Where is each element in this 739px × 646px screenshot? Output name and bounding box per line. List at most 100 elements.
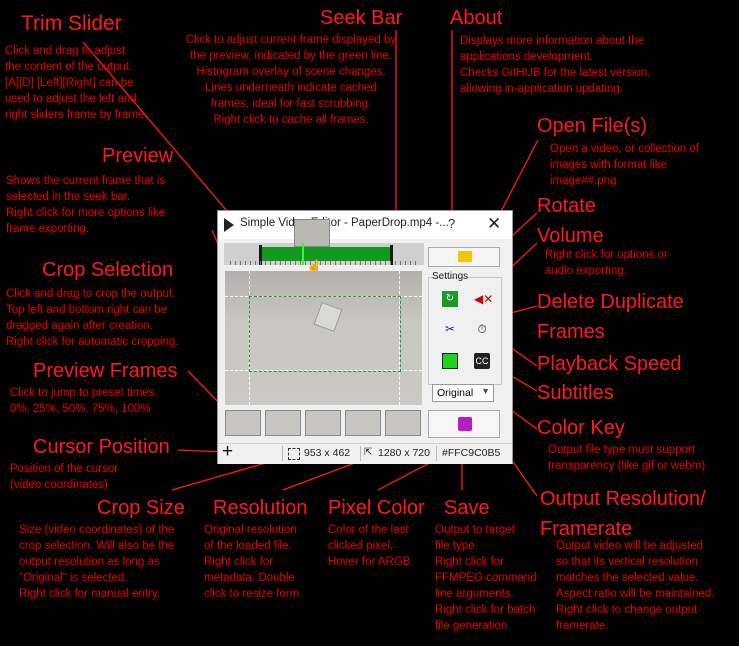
desc-line: Right click for xyxy=(435,556,505,568)
desc-line: Click to jump to preset times. xyxy=(10,387,158,399)
desc-line: output resolution as long as xyxy=(19,556,160,568)
preview-frame-25[interactable] xyxy=(265,410,301,436)
desc-line: [A][D] [Left][Right] can be xyxy=(5,77,134,89)
desc-line: Aspect ratio will be maintained. xyxy=(556,588,715,600)
desc-line: allowing in-application updating. xyxy=(460,83,624,95)
color-key-title: Color Key xyxy=(537,417,625,439)
desc-line: selected in the seek bar. xyxy=(6,191,131,203)
rotate-icon[interactable]: ↻ xyxy=(442,291,458,307)
about-title: About xyxy=(450,7,503,29)
desc-line: crop selection. Will also be the xyxy=(19,540,175,552)
trim-slider-title: Trim Slider xyxy=(21,12,122,35)
desc-line: Click and drag to crop the output. xyxy=(6,288,176,300)
delete-duplicates-icon[interactable]: ✂ xyxy=(444,322,456,336)
status-separator xyxy=(360,446,361,461)
desc-line: Right click for automatic cropping. xyxy=(6,336,179,348)
desc-line: the content of the output. xyxy=(5,61,133,73)
seek-bar-desc: Click to adjust current frame displayed … xyxy=(150,32,432,128)
desc-line: Right click to cache all frames. xyxy=(213,114,369,126)
desc-line: Open a video, or collection of xyxy=(550,143,699,155)
crop-size-desc: Size (video coordinates) of the crop sel… xyxy=(19,522,174,602)
output-resolution-desc: Output video will be adjusted so that it… xyxy=(556,538,715,634)
cursor-position-icon: + xyxy=(222,441,234,462)
desc-line: frame exporting. xyxy=(6,223,90,235)
status-bar: + 953 x 462 ⇱ 1280 x 720 #FFC9C0B5 xyxy=(218,441,512,464)
desc-line: Size (video coordinates) of the xyxy=(19,524,175,536)
close-button[interactable]: ✕ xyxy=(487,214,502,233)
desc-line: Histogram overlay of scene changes. xyxy=(196,66,386,78)
open-files-title: Open File(s) xyxy=(537,115,648,137)
open-files-button[interactable] xyxy=(428,247,500,267)
desc-line: framerate. xyxy=(556,620,609,632)
desc-line: images with format like xyxy=(550,159,667,171)
desc-line: Right click for batch xyxy=(435,604,536,616)
desc-line: transparency (like gif or webm) xyxy=(548,460,706,472)
crop-selection-rect[interactable] xyxy=(249,296,401,372)
desc-line: (video coordinates) xyxy=(10,479,108,491)
title-bar: Simple Video Editor - PaperDrop.mp4 -...… xyxy=(218,211,512,239)
cached-frames-ticks xyxy=(230,261,420,265)
volume-desc: Right click for options or audio exporti… xyxy=(545,247,668,279)
desc-line: file type. xyxy=(435,540,478,552)
desc-line: right sliders frame by frame. xyxy=(5,109,148,121)
trim-slider-left[interactable] xyxy=(259,245,262,265)
preview-frame-100[interactable] xyxy=(385,410,421,436)
select-value: Original xyxy=(437,387,474,399)
desc-line: Right click for more options like xyxy=(6,207,166,219)
desc-line: Click to adjust current frame displayed … xyxy=(185,34,397,46)
status-separator xyxy=(436,446,437,461)
about-button[interactable]: ? xyxy=(448,216,456,231)
pixel-color-value[interactable]: #FFC9C0B5 xyxy=(442,447,501,459)
preview-frame-0[interactable] xyxy=(225,410,261,436)
desc-line: Output to target xyxy=(435,524,515,536)
resolution-title: Resolution xyxy=(213,497,308,519)
status-separator xyxy=(282,446,283,461)
preview-frame-50[interactable] xyxy=(305,410,341,436)
title-line: Frames xyxy=(537,321,605,343)
desc-line: file generation. xyxy=(435,620,511,632)
histogram-overlay xyxy=(260,247,390,261)
desc-line: metadata. Double xyxy=(204,572,295,584)
desc-line: "Original" is selected. xyxy=(19,572,128,584)
desc-line: of the loaded file. xyxy=(204,540,292,552)
delete-duplicate-title: Delete Duplicate Frames xyxy=(537,290,684,344)
desc-line: image##.png xyxy=(550,175,617,187)
color-key-desc: Output file type must support transparen… xyxy=(548,442,705,474)
preview-area[interactable] xyxy=(225,271,422,405)
playback-speed-icon[interactable]: ⏱ xyxy=(477,322,487,336)
desc-line: Hover for ARGB. xyxy=(328,556,414,568)
desc-line: Color of the last xyxy=(328,524,409,536)
crop-guide xyxy=(225,370,422,371)
save-button[interactable] xyxy=(428,410,500,438)
output-resolution-title: Output Resolution/ Framerate xyxy=(540,487,706,541)
subtitles-title: Subtitles xyxy=(537,382,614,404)
resolution-icon: ⇱ xyxy=(364,447,373,458)
mute-icon[interactable]: ◀✕ xyxy=(474,292,494,306)
folder-icon xyxy=(458,251,472,262)
trim-slider-right[interactable] xyxy=(390,245,393,265)
play-logo-icon xyxy=(224,218,234,232)
crop-size-value[interactable]: 953 x 462 xyxy=(304,447,351,459)
desc-line: Original resolution xyxy=(204,524,297,536)
desc-line: audio exporting. xyxy=(545,265,627,277)
preview-desc: Shows the current frame that is selected… xyxy=(6,173,165,237)
desc-line: Top left and bottom right can be xyxy=(6,304,168,316)
save-disk-icon xyxy=(458,417,472,431)
chevron-down-icon: ▼ xyxy=(481,386,490,396)
color-key-icon[interactable] xyxy=(442,353,458,369)
crop-size-title: Crop Size xyxy=(97,497,185,519)
resolution-value[interactable]: 1280 x 720 xyxy=(378,447,430,459)
desc-line: line arguments. xyxy=(435,588,514,600)
cursor-position-title: Cursor Position xyxy=(33,436,170,458)
resolution-desc: Original resolution of the loaded file. … xyxy=(204,522,302,602)
seek-bar[interactable]: ☝ xyxy=(224,219,424,274)
preview-frames-strip xyxy=(225,410,422,438)
desc-line: FFMPEG command xyxy=(435,572,537,584)
subtitles-icon[interactable]: CC xyxy=(474,353,490,369)
desc-line: clicked pixel. xyxy=(328,540,394,552)
preview-frame-75[interactable] xyxy=(345,410,381,436)
open-files-desc: Open a video, or collection of images wi… xyxy=(550,141,699,189)
seek-bar-title: Seek Bar xyxy=(320,7,403,29)
desc-line: matches the selected value. xyxy=(556,572,699,584)
output-resolution-select[interactable]: Original ▼ xyxy=(432,384,494,402)
